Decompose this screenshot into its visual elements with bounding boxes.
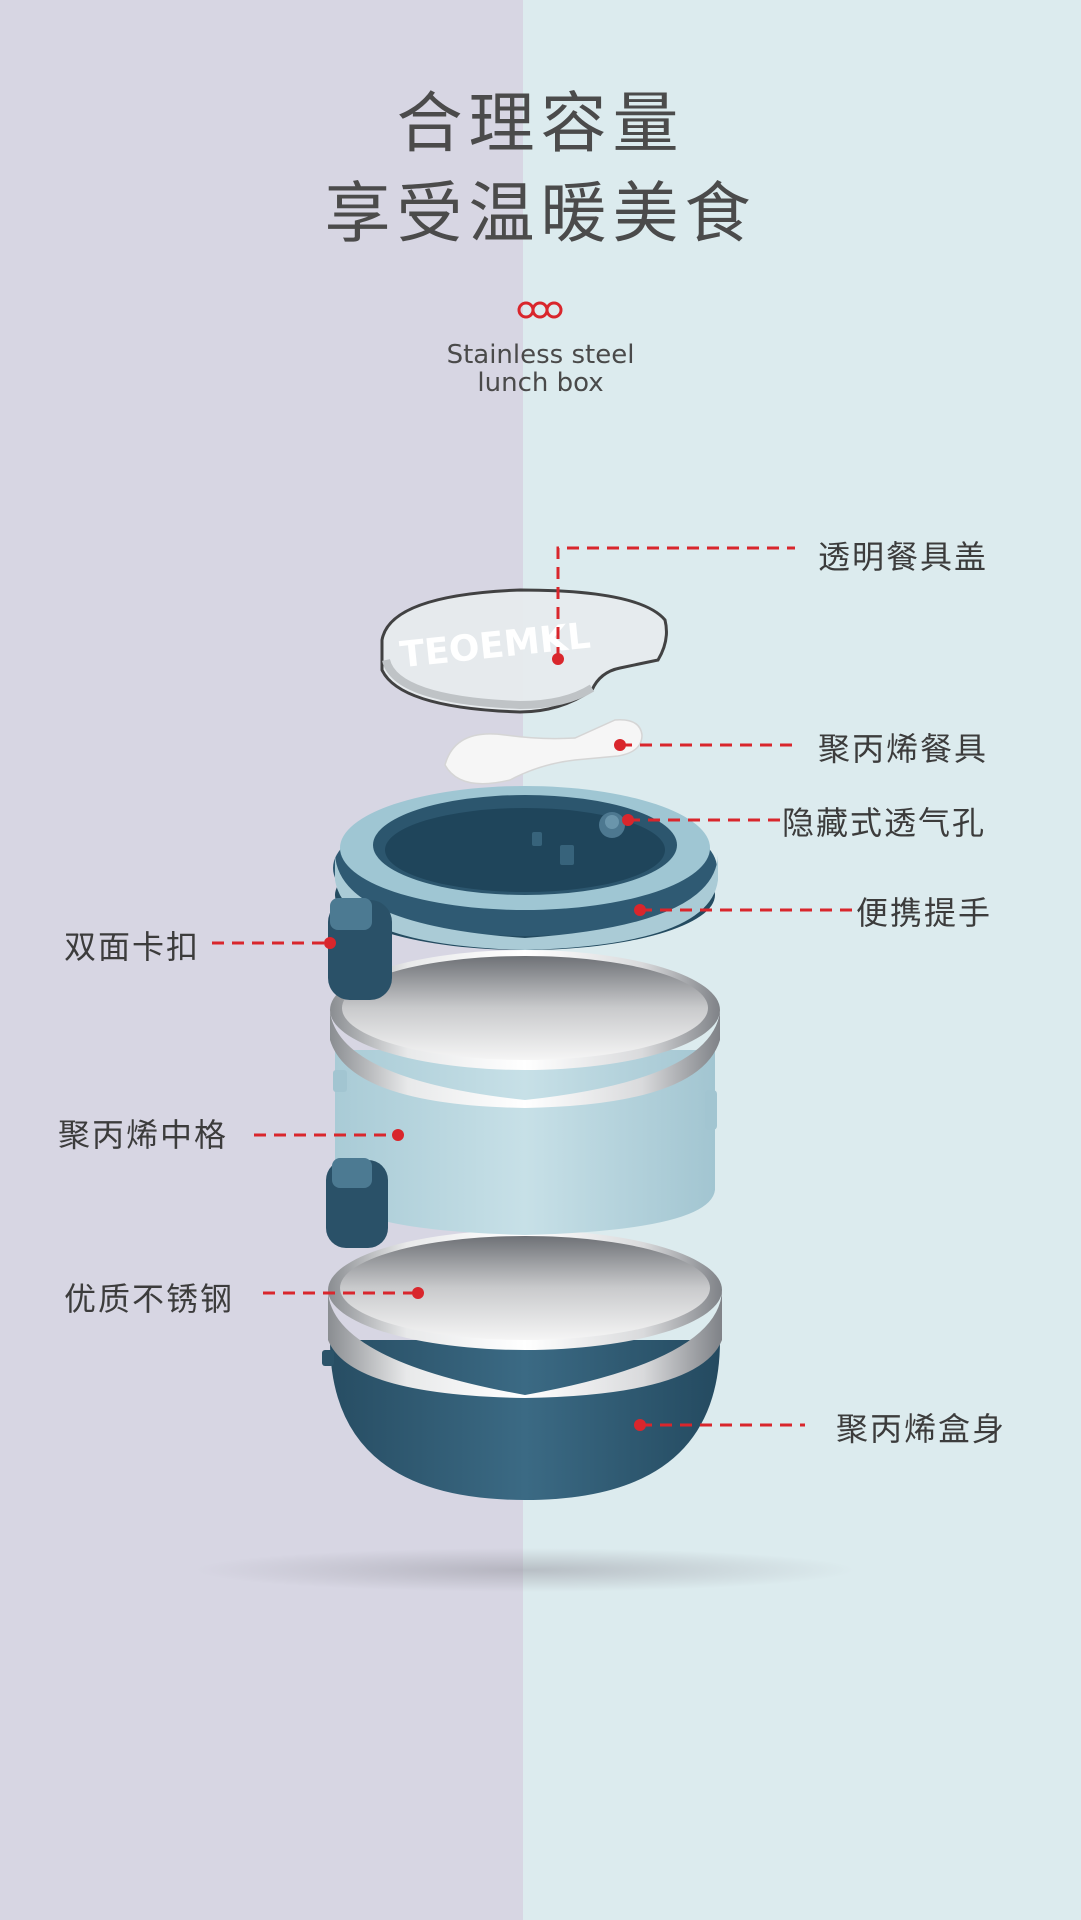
utensil-marker-dot bbox=[614, 739, 626, 751]
label-utensil: 聚丙烯餐具 bbox=[818, 730, 989, 768]
page-title-line1: 合理容量 bbox=[396, 85, 685, 162]
middle-marker-dot bbox=[392, 1129, 404, 1141]
middle-tier bbox=[326, 950, 720, 1248]
body-marker-dot bbox=[634, 1419, 646, 1431]
clasp-marker-dot bbox=[324, 937, 336, 949]
subtitle-line1: Stainless steel bbox=[446, 340, 635, 370]
label-vent: 隐藏式透气孔 bbox=[782, 804, 987, 842]
handle-marker-dot bbox=[634, 904, 646, 916]
label-body: 聚丙烯盒身 bbox=[836, 1410, 1007, 1448]
label-clasp: 双面卡扣 bbox=[64, 928, 201, 966]
annotation-dots bbox=[324, 653, 646, 1431]
bottom-container bbox=[322, 1230, 722, 1500]
label-middle-tier: 聚丙烯中格 bbox=[58, 1116, 229, 1154]
floor-shadow bbox=[195, 1548, 855, 1592]
spoon-utensil bbox=[444, 719, 643, 785]
page-title-line2: 享受温暖美食 bbox=[324, 175, 757, 252]
label-lid: 透明餐具盖 bbox=[818, 538, 989, 576]
vent-marker-dot bbox=[622, 814, 634, 826]
steel-marker-dot bbox=[412, 1287, 424, 1299]
label-steel: 优质不锈钢 bbox=[64, 1280, 235, 1318]
label-handle: 便携提手 bbox=[856, 894, 993, 932]
lid-marker-dot bbox=[552, 653, 564, 665]
brand-logo-icon bbox=[517, 301, 563, 319]
top-tier bbox=[328, 786, 718, 1000]
transparent-lid: TEOEMKL bbox=[380, 588, 668, 714]
annotation-lines bbox=[212, 546, 858, 1427]
subtitle-line2: lunch box bbox=[477, 368, 604, 398]
